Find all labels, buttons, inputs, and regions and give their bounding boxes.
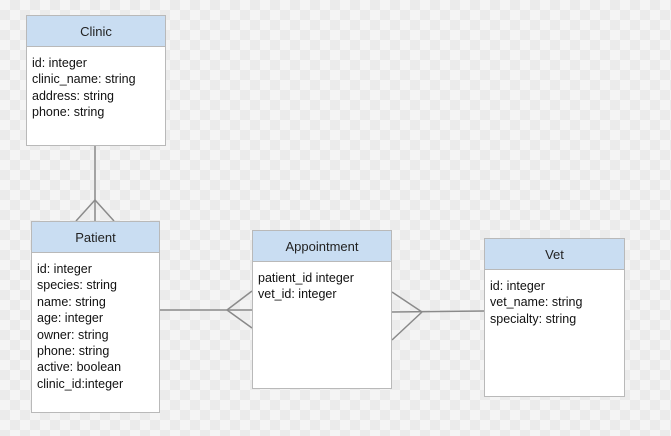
patient-crowfoot-right <box>94 199 115 222</box>
patient-field: id: integer <box>37 262 92 276</box>
appointment-field: vet_id: integer <box>258 287 337 302</box>
patient-crowfoot-left <box>75 199 96 222</box>
patient-appointment-relationship <box>160 290 253 329</box>
vet-field: vet_name: string <box>490 295 583 310</box>
clinic-entity-title: Clinic <box>27 16 165 47</box>
clinic-field: clinic_name: string <box>32 72 136 87</box>
patient-field: active: boolean <box>37 360 122 375</box>
vet-field: specialty: string <box>490 311 577 326</box>
patient-field: clinic_id:integer <box>37 376 124 391</box>
patient-field: phone: string <box>37 344 110 359</box>
patient-field: age: integer <box>37 311 104 326</box>
patient-field: species: string <box>37 278 117 293</box>
vet-appointment-line <box>391 310 485 313</box>
appointment-crowfoot-right-top <box>391 291 423 313</box>
appointment-entity[interactable]: Appointment patient_id integer vet_id: i… <box>252 230 392 389</box>
patient-entity-title: Patient <box>32 222 159 253</box>
patient-field: name: string <box>37 294 106 309</box>
appointment-field-list: patient_id integer vet_id: integer <box>253 262 391 303</box>
clinic-field: address: string <box>32 88 114 103</box>
patient-entity[interactable]: Patient id: integer species: string name… <box>31 221 160 413</box>
appointment-entity-title: Appointment <box>253 231 391 262</box>
clinic-field: id: integer <box>32 56 87 70</box>
clinic-entity[interactable]: Clinic id: integer clinic_name: string a… <box>26 15 166 146</box>
vet-appointment-relationship <box>391 291 485 341</box>
vet-field: id: integer <box>490 279 545 293</box>
clinic-patient-relationship <box>75 146 115 222</box>
vet-entity[interactable]: Vet id: integer vet_name: string special… <box>484 238 625 397</box>
vet-entity-title: Vet <box>485 239 624 270</box>
appointment-crowfoot-right-bottom <box>391 311 423 341</box>
appointment-crowfoot-bottom <box>226 309 253 329</box>
appointment-crowfoot-top <box>226 290 253 311</box>
appointment-field: patient_id integer <box>258 271 354 285</box>
patient-field-list: id: integer species: string name: string… <box>32 253 159 392</box>
patient-field: owner: string <box>37 327 109 342</box>
clinic-field: phone: string <box>32 105 105 120</box>
vet-field-list: id: integer vet_name: string specialty: … <box>485 270 624 327</box>
clinic-field-list: id: integer clinic_name: string address:… <box>27 47 165 121</box>
